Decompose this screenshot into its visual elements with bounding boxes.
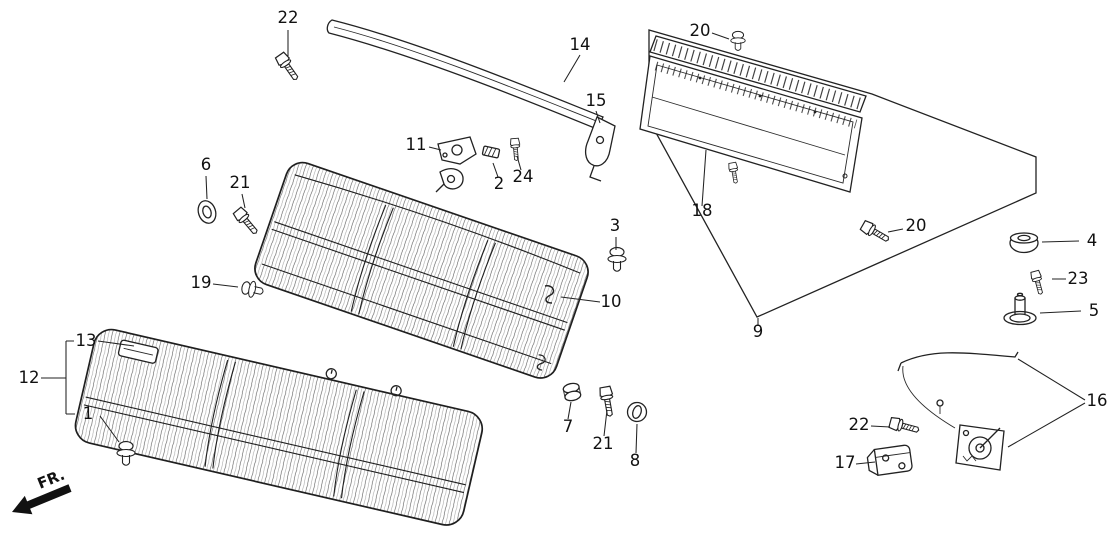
callout-10: 10: [601, 292, 622, 311]
grommet-6-art: [197, 200, 217, 224]
seat-back-art: [254, 161, 589, 379]
callout-2: 2: [494, 174, 505, 193]
callout-18: 18: [692, 201, 713, 220]
callout-9: 9: [753, 322, 764, 341]
callout-11: 11: [406, 135, 427, 154]
leader-lines: [41, 30, 1086, 465]
callout-7: 7: [563, 417, 574, 436]
callout-22-bottom: 22: [849, 415, 870, 434]
callout-20-top: 20: [690, 21, 711, 40]
callout-4: 4: [1087, 231, 1098, 250]
rear-shelf-art: [639, 35, 867, 193]
callout-22-top: 22: [278, 8, 299, 27]
grommet-4-art: [1009, 232, 1039, 254]
fr-direction-indicator: FR.: [12, 466, 72, 515]
callout-8: 8: [630, 451, 641, 470]
callout-24: 24: [513, 167, 534, 186]
striker-5-art: [1003, 292, 1037, 326]
rail-bracket-art: [584, 116, 616, 167]
callout-23: 23: [1068, 269, 1089, 288]
callout-5: 5: [1089, 301, 1100, 320]
callout-17: 17: [835, 453, 856, 472]
callout-21-left: 21: [230, 173, 251, 192]
latch-16-art: [955, 424, 1005, 471]
callout-6: 6: [201, 155, 212, 174]
callout-21-bottom: 21: [593, 434, 614, 453]
clip-7-art: [562, 382, 582, 402]
bracket-17-art: [866, 444, 913, 476]
top-rail-art: [326, 19, 616, 182]
spacer-art: [481, 145, 501, 159]
callout-labels: 22 14 15 20 11 2 24 6 21 18 3 20 4 23 5 …: [19, 8, 1108, 472]
callout-3: 3: [610, 216, 621, 235]
callout-15: 15: [586, 91, 607, 110]
fr-arrow-icon: [12, 484, 72, 515]
striker-latch-art: [435, 136, 477, 193]
callout-14: 14: [570, 35, 591, 54]
lock-rod-art: [897, 351, 1019, 429]
callout-16: 16: [1087, 391, 1108, 410]
callout-20-right: 20: [906, 216, 927, 235]
grommet-8-art: [626, 401, 648, 423]
seat-cushion-art: [74, 328, 484, 526]
callout-1: 1: [83, 404, 94, 423]
callout-12: 12: [19, 368, 40, 387]
callout-19: 19: [191, 273, 212, 292]
callout-13: 13: [76, 331, 97, 350]
